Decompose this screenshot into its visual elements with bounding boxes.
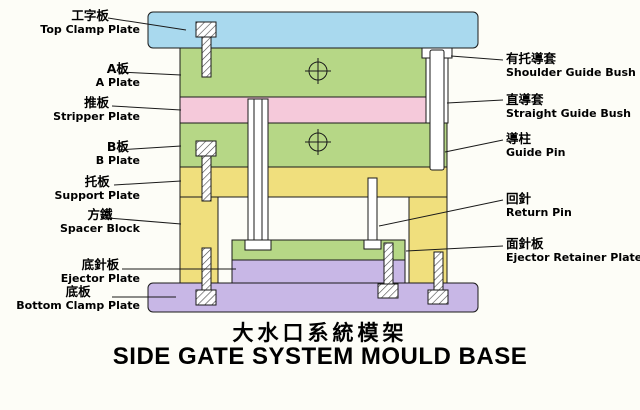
- leader-guide-pin: [444, 139, 504, 153]
- label-top-clamp-plate-en: Top Clamp Plate: [40, 22, 140, 36]
- leader-top-clamp-plate: [107, 17, 187, 31]
- support-plate-shape: [179, 166, 448, 198]
- label-b-plate-zh: B板: [106, 139, 129, 154]
- spacer-block-left-shape: [179, 196, 219, 284]
- label-guide-pin-zh: 導柱: [506, 131, 532, 146]
- leader-lines: [107, 17, 504, 298]
- label-guide-pin: 導柱 Guide Pin: [506, 131, 566, 160]
- label-spacer-block-en: Spacer Block: [59, 221, 140, 235]
- label-support-plate: 托板 Support Plate: [54, 174, 140, 203]
- label-return-pin-zh: 回針: [506, 191, 532, 206]
- label-ejector-plate-zh: 底針板: [81, 257, 120, 272]
- leader-return-pin: [378, 199, 504, 227]
- ejector-sleeve: [247, 98, 269, 241]
- leader-stripper-plate: [111, 105, 182, 111]
- guide-pin-assembly: [421, 47, 453, 171]
- label-bottom-clamp-plate-zh: 底板: [65, 284, 91, 299]
- a-plate-shape: [179, 47, 448, 98]
- leader-ejector-retainer-plate: [405, 245, 504, 252]
- diagram-title-english: SIDE GATE SYSTEM MOULD BASE: [112, 343, 528, 370]
- label-ejector-retainer-plate-zh: 面針板: [506, 236, 544, 251]
- label-b-plate-en: B Plate: [95, 153, 140, 167]
- label-a-plate: A板 A Plate: [95, 61, 140, 90]
- label-ejector-retainer-plate: 面針板 Ejector Retainer Plate: [506, 236, 640, 265]
- label-bottom-clamp-plate: 底板 Bottom Clamp Plate: [16, 284, 140, 313]
- label-stripper-plate-en: Stripper Plate: [53, 109, 140, 123]
- label-straight-guide-bush-zh: 直導套: [506, 92, 544, 107]
- label-shoulder-guide-bush: 有托導套 Shoulder Guide Bush: [506, 51, 636, 80]
- center-mark-icon: [305, 129, 331, 155]
- label-a-plate-zh: A板: [106, 61, 129, 76]
- leader-b-plate: [117, 145, 182, 151]
- screw-ejector-plate: [377, 242, 399, 299]
- label-guide-pin-en: Guide Pin: [506, 145, 566, 159]
- label-straight-guide-bush-en: Straight Guide Bush: [506, 106, 631, 120]
- leader-spacer-block: [107, 217, 182, 225]
- label-return-pin: 回針 Return Pin: [506, 191, 572, 220]
- label-support-plate-en: Support Plate: [54, 188, 140, 202]
- leader-shoulder-guide-bush: [450, 55, 504, 61]
- center-mark-icon: [305, 58, 331, 84]
- screw-middle-left: [195, 140, 217, 202]
- screw-bottom-right: [427, 251, 449, 305]
- leader-straight-guide-bush: [446, 99, 504, 104]
- center-ejector-pin: [244, 98, 272, 251]
- label-ejector-retainer-plate-en: Ejector Retainer Plate: [506, 250, 640, 264]
- label-spacer-block: 方鐵 Spacer Block: [59, 207, 140, 236]
- label-return-pin-en: Return Pin: [506, 205, 572, 219]
- label-b-plate: B板 B Plate: [95, 139, 140, 168]
- label-stripper-plate-zh: 推板: [84, 95, 110, 110]
- leader-a-plate: [117, 71, 182, 76]
- guide-pin-shape: [429, 49, 445, 171]
- b-plate-shape: [179, 122, 448, 168]
- label-shoulder-guide-bush-zh: 有托導套: [506, 51, 557, 66]
- label-top-clamp-plate: 工字板 Top Clamp Plate: [40, 8, 140, 37]
- label-bottom-clamp-plate-en: Bottom Clamp Plate: [16, 298, 140, 312]
- label-a-plate-en: A Plate: [95, 75, 140, 89]
- label-ejector-plate-en: Ejector Plate: [60, 271, 140, 285]
- return-pin-shaft: [367, 177, 378, 241]
- label-support-plate-zh: 托板: [84, 174, 110, 189]
- label-spacer-block-zh: 方鐵: [87, 207, 113, 222]
- leader-support-plate: [113, 180, 182, 186]
- ejector-pin-head: [244, 239, 272, 251]
- screw-top-left: [195, 21, 217, 78]
- label-stripper-plate: 推板 Stripper Plate: [53, 95, 140, 124]
- label-top-clamp-plate-zh: 工字板: [71, 8, 109, 23]
- return-pin-shape: [363, 177, 382, 250]
- label-straight-guide-bush: 直導套 Straight Guide Bush: [506, 92, 631, 121]
- ejector-plate-shape: [231, 259, 406, 284]
- diagram-title-chinese: 大水口系統模架: [232, 321, 408, 345]
- label-ejector-plate: 底針板 Ejector Plate: [60, 257, 140, 286]
- return-pin-head: [363, 239, 382, 250]
- label-shoulder-guide-bush-en: Shoulder Guide Bush: [506, 65, 636, 79]
- stripper-plate-shape: [179, 96, 448, 124]
